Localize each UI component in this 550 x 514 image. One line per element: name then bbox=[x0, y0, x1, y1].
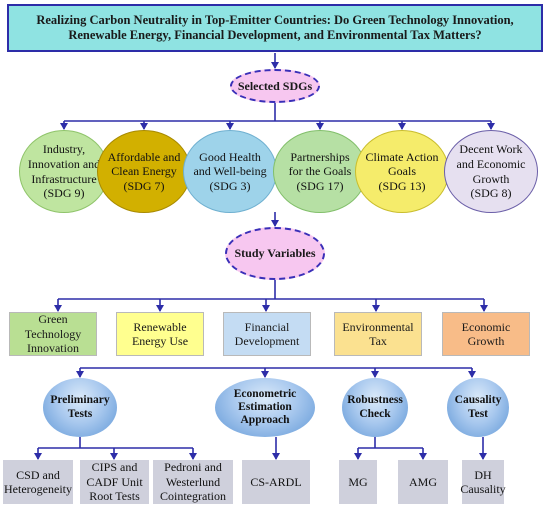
sdg-node: Good Health and Well-being (SDG 3) bbox=[183, 130, 277, 213]
method-node: Econometric Estimation Approach bbox=[215, 378, 315, 437]
variable-box: Economic Growth bbox=[442, 312, 530, 356]
variable-box: Financial Development bbox=[223, 312, 311, 356]
variable-box: Environmental Tax bbox=[334, 312, 422, 356]
result-box: CSD and Heterogeneity bbox=[3, 460, 73, 504]
diagram-title: Realizing Carbon Neutrality in Top-Emitt… bbox=[7, 4, 543, 52]
result-box: MG bbox=[339, 460, 377, 504]
variable-box: Green Technology Innovation bbox=[9, 312, 97, 356]
variable-box: Renewable Energy Use bbox=[116, 312, 204, 356]
method-node: Robustness Check bbox=[342, 378, 408, 437]
sdg-node: Climate Action Goals (SDG 13) bbox=[355, 130, 449, 213]
result-box: Pedroni and Westerlund Cointegration bbox=[153, 460, 233, 504]
result-box: AMG bbox=[398, 460, 448, 504]
sdg-node: Affordable and Clean Energy (SDG 7) bbox=[97, 130, 191, 213]
method-node: Preliminary Tests bbox=[43, 378, 117, 437]
sdg-node: Industry, Innovation and Infrastructure … bbox=[19, 130, 109, 213]
result-box: CS-ARDL bbox=[242, 460, 310, 504]
sdg-node: Partnerships for the Goals (SDG 17) bbox=[273, 130, 367, 213]
method-node: Causality Test bbox=[447, 378, 509, 437]
result-box: CIPS and CADF Unit Root Tests bbox=[80, 460, 149, 504]
selected-sdgs-node: Selected SDGs bbox=[230, 69, 320, 103]
sdg-node: Decent Work and Economic Growth (SDG 8) bbox=[444, 130, 538, 213]
study-variables-node: Study Variables bbox=[225, 227, 325, 280]
result-box: DH Causality bbox=[460, 460, 506, 504]
